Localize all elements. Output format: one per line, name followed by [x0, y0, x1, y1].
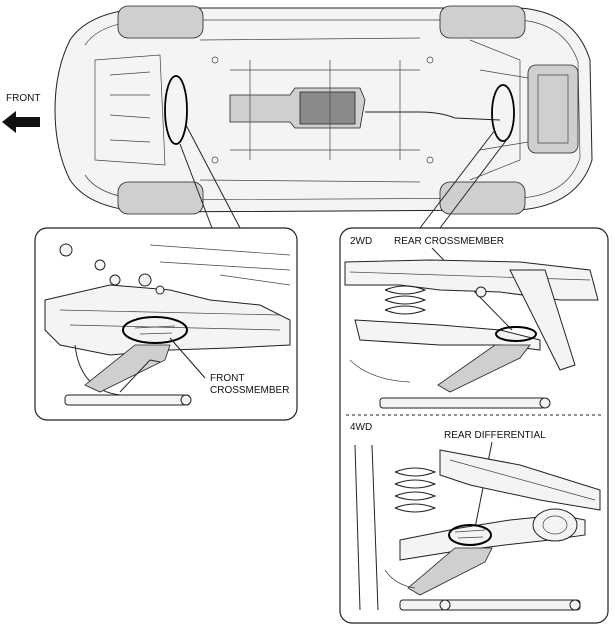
drive-2wd-label: 2WD [350, 236, 372, 247]
front-direction-indicator: FRONT [2, 93, 40, 133]
wheel-rear-right [439, 181, 526, 215]
front-jack-point-marker [164, 75, 188, 145]
fuel-tank [527, 64, 579, 154]
rear-jack-4wd [407, 547, 493, 596]
rear-jack-point-marker [491, 84, 515, 142]
front-label: FRONT [6, 93, 40, 104]
front-crossmember-ellipse [122, 316, 188, 344]
wheel-rear-left [439, 5, 526, 39]
front-jack [84, 344, 171, 393]
front-crossmember-label-2: CROSSMEMBER [210, 385, 289, 396]
vehicle-underbody [54, 5, 593, 229]
rear-crossmember-label: REAR CROSSMEMBER [394, 236, 504, 247]
arrow-left-icon [2, 111, 40, 133]
wheel-front-right [117, 181, 204, 215]
drive-4wd-label: 4WD [350, 422, 372, 433]
rear-crossmember-ellipse [495, 326, 537, 342]
rear-differential-label: REAR DIFFERENTIAL [444, 430, 546, 441]
rear-jack-2wd [437, 344, 531, 393]
rear-4wd-section: 4WD REAR DIFFERENTIAL [350, 422, 601, 611]
rear-detail-panel: 2WD REAR CROSSMEMBER 4WD REAR DIFFERENTI [339, 227, 609, 624]
front-crossmember-detail: FRONT CROSSMEMBER [34, 227, 298, 421]
rear-2wd-section: 2WD REAR CROSSMEMBER [344, 236, 599, 409]
front-crossmember-label-1: FRONT [210, 373, 244, 384]
rear-differential-ellipse [448, 524, 492, 546]
wheel-front-left [117, 5, 204, 39]
